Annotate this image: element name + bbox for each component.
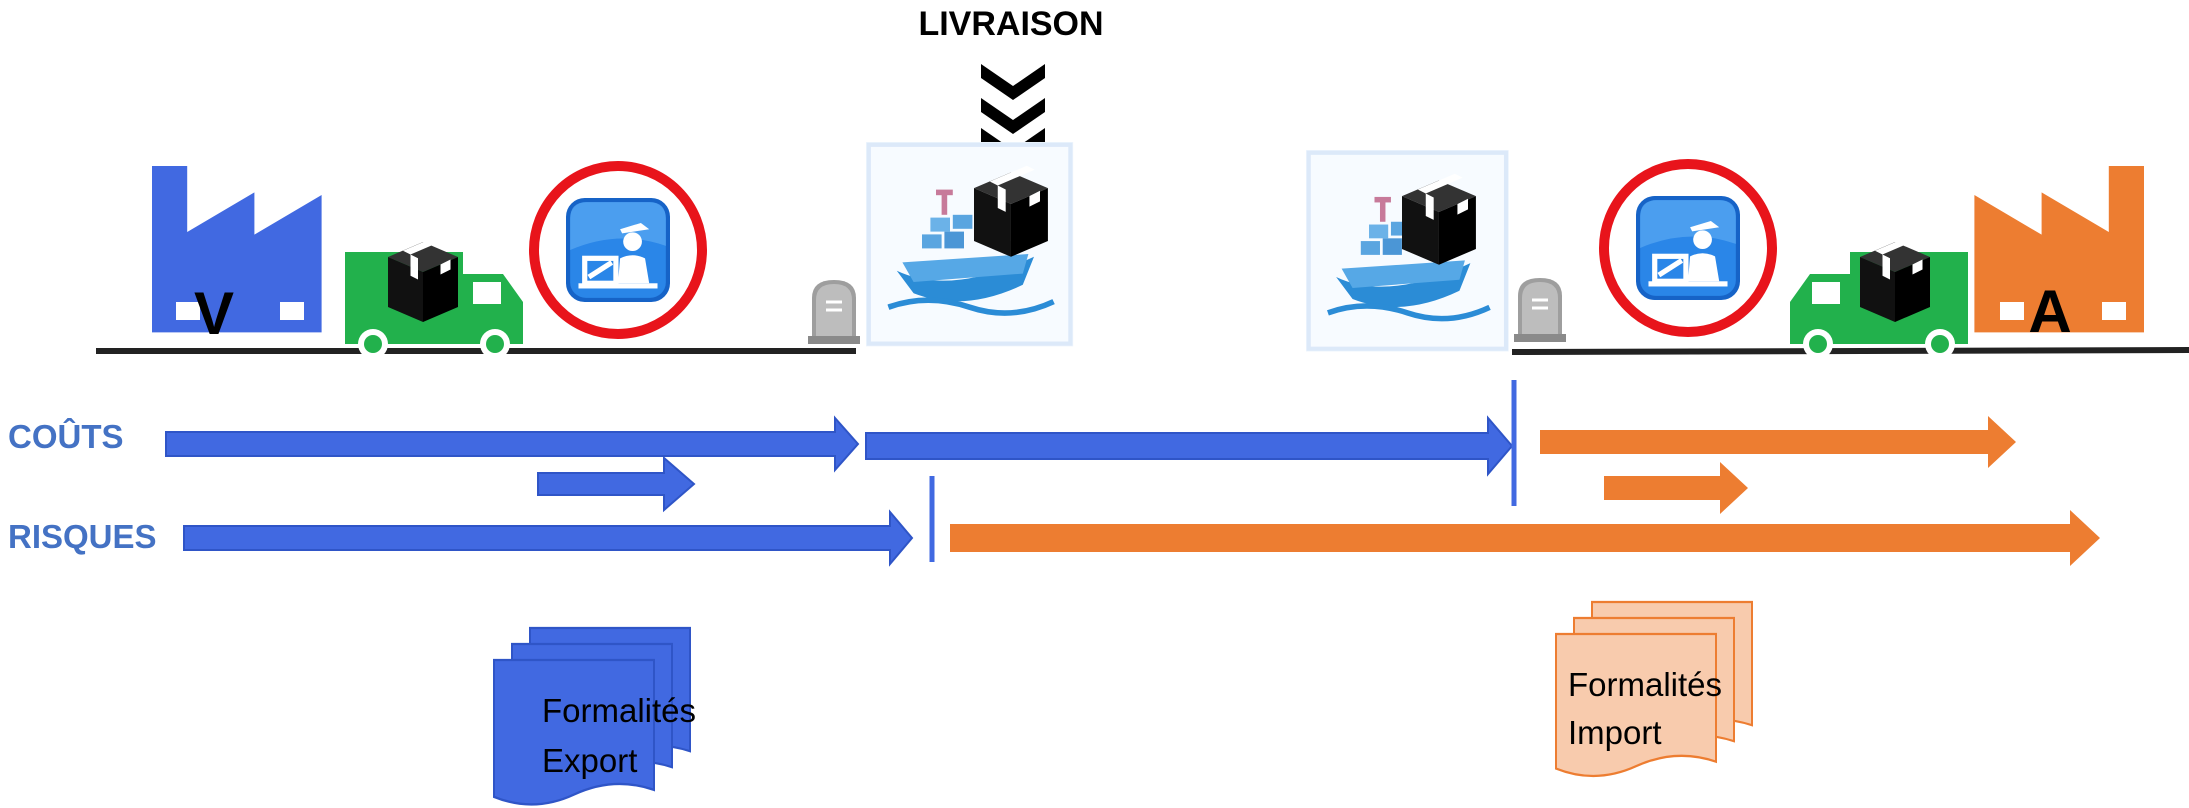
costs-arrow-seller-small — [537, 455, 696, 513]
costs-arrow-buyer-1 — [1540, 416, 2016, 468]
page-title: LIVRAISON — [918, 5, 1103, 43]
risks-arrow-seller — [183, 509, 914, 567]
export-doc-line2: Export — [542, 742, 637, 779]
risks-label: RISQUES — [8, 518, 157, 555]
costs-label: COÛTS — [8, 417, 124, 455]
buyer-factory-window-left — [2000, 302, 2024, 320]
export-customs-officer-icon — [566, 198, 670, 302]
costs-arrow-seller-2 — [865, 415, 1514, 477]
seller-letter: V — [194, 280, 234, 347]
road-line-right — [1511, 347, 2189, 355]
milestone-left-icon — [806, 278, 862, 346]
cargo-ship-left-icon — [866, 142, 1073, 346]
export-customs-highlight-circle — [529, 161, 707, 339]
import-doc-line2: Import — [1568, 714, 1662, 751]
costs-arrow-buyer-small — [1604, 462, 1748, 514]
import-customs-highlight-circle — [1599, 159, 1777, 337]
milestone-right-icon — [1512, 276, 1568, 344]
seller-factory-window-right — [280, 302, 304, 320]
risks-arrow-buyer — [950, 510, 2100, 566]
import-customs-officer-icon — [1636, 196, 1740, 300]
buyer-letter: A — [2028, 278, 2071, 345]
buyer-truck-box-icon — [1860, 235, 1930, 322]
seller-truck-box-icon — [388, 235, 458, 322]
export-doc-line1: Formalités — [542, 692, 696, 729]
seller-factory-window-left — [176, 302, 200, 320]
import-doc-line1: Formalités — [1568, 666, 1722, 703]
costs-arrow-seller-1 — [165, 415, 860, 473]
buyer-factory-window-right — [2102, 302, 2126, 320]
